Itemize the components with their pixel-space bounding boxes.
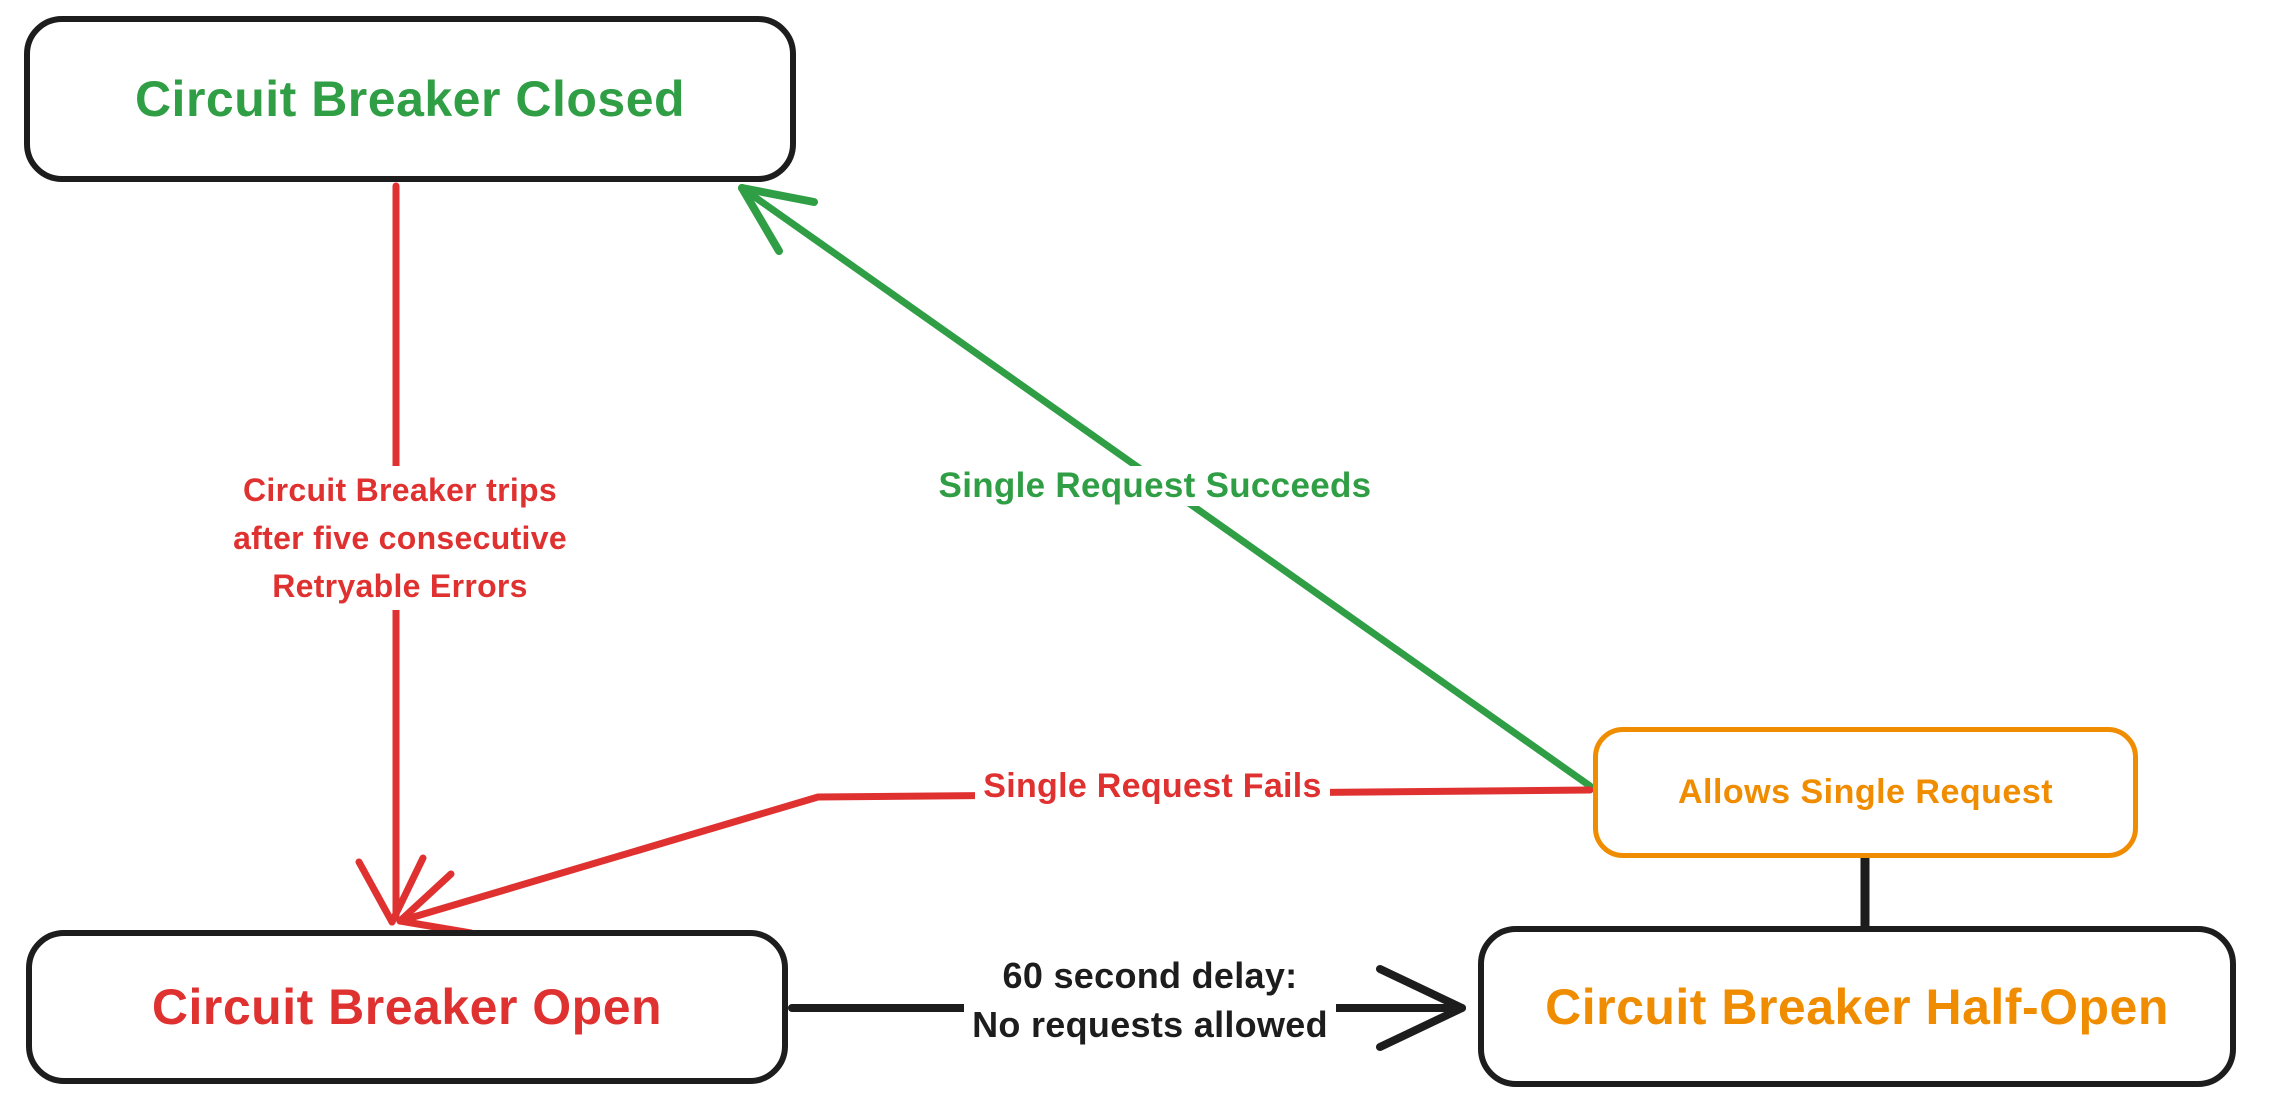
node-circuit-breaker-open-label: Circuit Breaker Open	[151, 979, 663, 1035]
node-allows-single-request: Allows Single Request	[1593, 727, 2138, 858]
node-circuit-breaker-closed: Circuit Breaker Closed	[24, 16, 796, 182]
edge-label-trip-line1: Circuit Breaker trips	[235, 466, 565, 514]
node-circuit-breaker-open: Circuit Breaker Open	[26, 930, 788, 1084]
edge-label-succeeds-text: Single Request Succeeds	[930, 466, 1380, 506]
node-circuit-breaker-half-open-label: Circuit Breaker Half-Open	[1545, 978, 2169, 1035]
edge-label-trip-line2: after five consecutive	[225, 514, 575, 562]
edge-label-delay-line2: No requests allowed	[964, 1000, 1336, 1049]
edge-label-fails: Single Request Fails	[940, 767, 1365, 806]
node-circuit-breaker-half-open: Circuit Breaker Half-Open	[1478, 926, 2236, 1087]
edge-label-succeeds: Single Request Succeeds	[905, 466, 1405, 506]
edge-label-delay-line1: 60 second delay:	[994, 951, 1306, 1000]
node-circuit-breaker-closed-label: Circuit Breaker Closed	[134, 71, 686, 127]
edge-label-fails-text: Single Request Fails	[975, 767, 1330, 806]
edge-label-trip-line3: Retryable Errors	[264, 562, 536, 610]
edge-label-trip: Circuit Breaker trips after five consecu…	[150, 466, 650, 610]
node-allows-single-request-label: Allows Single Request	[1677, 773, 2054, 811]
arrow-fails	[396, 786, 1594, 937]
edge-label-delay: 60 second delay: No requests allowed	[930, 951, 1370, 1049]
